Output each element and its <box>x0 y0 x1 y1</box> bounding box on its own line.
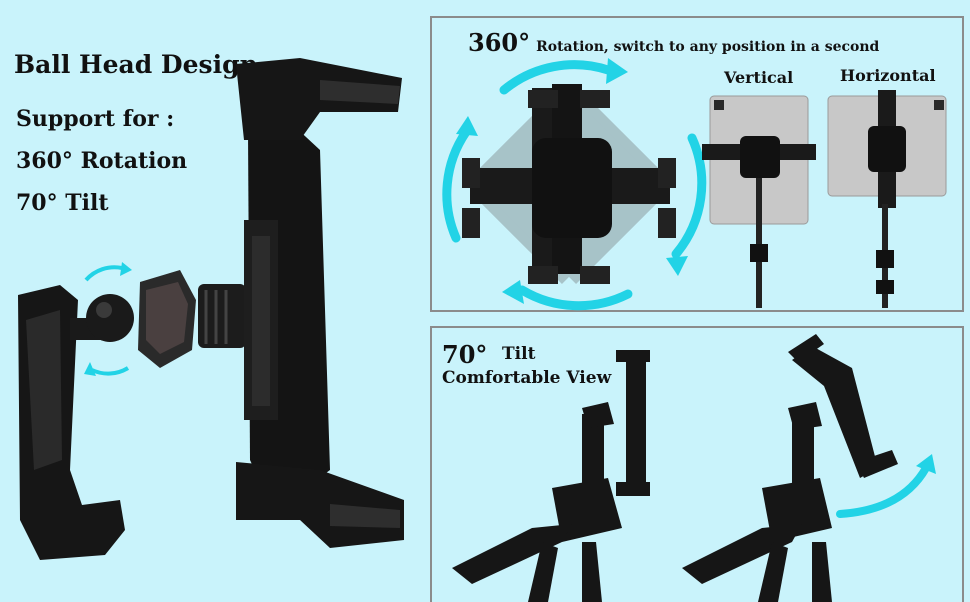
tilt-diagram <box>452 334 936 602</box>
ball-head-illustration <box>18 58 404 560</box>
tilt-feature-label: 70° Tilt <box>16 190 109 216</box>
threaded-post <box>198 284 246 348</box>
tilt-word: Tilt <box>502 344 536 364</box>
ball-joint <box>86 294 134 342</box>
horizontal-label: Horizontal <box>840 66 936 85</box>
rotation-caption: 360° Rotation, switch to any position in … <box>468 28 879 57</box>
rotation-panel: 360° Rotation, switch to any position in … <box>430 16 964 312</box>
horizontal-tablet-stand <box>827 90 947 308</box>
vertical-label: Vertical <box>724 68 794 87</box>
tripod-upright <box>452 350 650 602</box>
top-clamp-jaw <box>236 58 402 140</box>
comfortable-view-caption: Comfortable View <box>442 368 612 388</box>
support-for-label: Support for : <box>16 106 175 132</box>
rotation-arrows <box>442 60 707 311</box>
bottom-clamp-jaw <box>236 462 404 548</box>
rotation-degrees: 360° <box>468 28 531 57</box>
rotation-feature-label: 360° Rotation <box>16 148 188 174</box>
tilt-panel: 70° Tilt Comfortable View <box>430 326 964 602</box>
rotation-diagram <box>442 58 947 311</box>
vertical-tablet-stand <box>702 95 816 308</box>
tilt-degrees: 70° <box>442 340 488 369</box>
tilt-arrow <box>836 464 930 518</box>
rotation-caption-text: Rotation, switch to any position in a se… <box>536 39 880 55</box>
ball-head-design-title: Ball Head Design <box>14 50 258 79</box>
tripod-tilted <box>682 334 898 602</box>
